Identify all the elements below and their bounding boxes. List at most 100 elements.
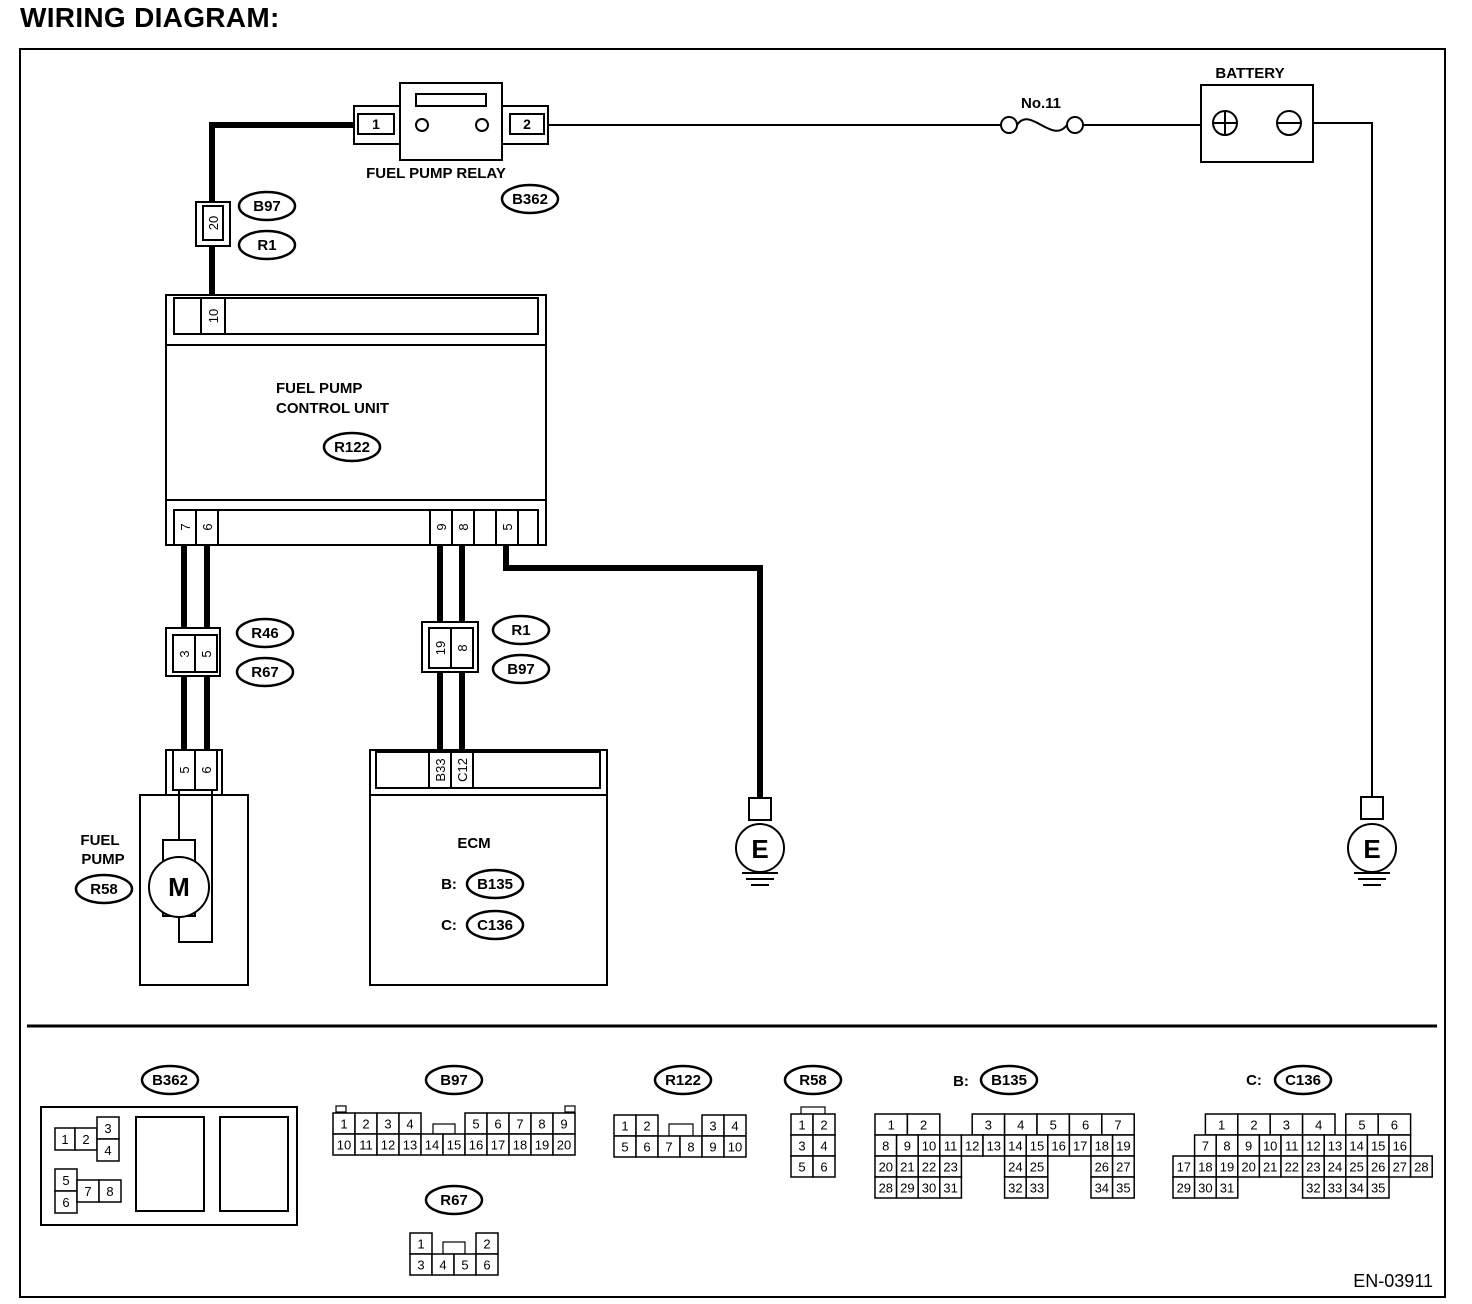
b135-pin-label: 8 [882, 1139, 889, 1154]
b97-pin-label: 11 [359, 1138, 373, 1153]
b362-pin: 2 [82, 1132, 89, 1147]
r67-face-tag: R67 [440, 1192, 468, 1209]
r58-pin-label: 3 [798, 1139, 805, 1154]
control-unit-pin-7: 7 [178, 523, 193, 530]
top-connector-pin: 20 [206, 216, 221, 230]
b97-pin-label: 7 [516, 1117, 523, 1132]
mid-connector-tag-2: B97 [507, 661, 535, 678]
b135-pin-label: 27 [1116, 1160, 1130, 1175]
b97-pin-label: 8 [538, 1117, 545, 1132]
b135-pin-label: 17 [1073, 1139, 1087, 1154]
b135-pin-label: 6 [1082, 1118, 1089, 1133]
b97-pin-label: 6 [494, 1117, 501, 1132]
b135-pin-label: 18 [1095, 1139, 1109, 1154]
fuel-pump-label-1: FUEL [80, 832, 119, 849]
fuel-pump-label-2: PUMP [81, 851, 124, 868]
b135-pin-label: 25 [1030, 1160, 1044, 1175]
b135-pin-label: 33 [1030, 1181, 1044, 1196]
b97-pin-label: 19 [535, 1138, 549, 1153]
r67-pin-label: 6 [483, 1258, 490, 1273]
fuse-label: No.11 [1021, 95, 1061, 112]
fuse-element-icon [1016, 118, 1068, 132]
fuel-pump: 5 6 M FUEL PUMP R58 [74, 749, 249, 986]
relay-pin-1: 1 [372, 116, 380, 132]
r122-pin-label: 9 [709, 1140, 716, 1155]
control-unit-pin-8: 8 [456, 523, 471, 530]
r67-pin-label: 5 [461, 1258, 468, 1273]
b135-pin-label: 16 [1051, 1139, 1065, 1154]
r67-pin-label: 1 [417, 1237, 424, 1252]
motor-icon [148, 856, 210, 918]
mid-connector-pin-1: 19 [433, 641, 448, 655]
b135-pin-cell [939, 1176, 963, 1199]
b135-pin-label: 5 [1050, 1118, 1057, 1133]
b135-pin-label: 28 [879, 1181, 893, 1196]
c136-pin-label: 2 [1250, 1118, 1257, 1133]
fuel-pump-pin-5: 5 [177, 766, 192, 773]
b135-pin-label: 21 [900, 1160, 914, 1175]
c136-pin-label: 19 [1220, 1160, 1234, 1175]
ecm-pin-b33: B33 [433, 758, 448, 781]
top-connector-tag-1: B97 [253, 198, 281, 215]
motor-symbol: M [168, 872, 190, 902]
c136-pin-label: 27 [1393, 1160, 1407, 1175]
control-unit-tag: R122 [334, 439, 370, 456]
b362-pin: 4 [104, 1143, 111, 1158]
left-connector-pin-2: 5 [199, 650, 214, 657]
ecm-pin-c12: C12 [455, 758, 470, 782]
c136-pin-label: 10 [1263, 1139, 1277, 1154]
b362-pin: 5 [62, 1173, 69, 1188]
b362-pin: 3 [104, 1121, 111, 1136]
b135-pin-label: 13 [987, 1139, 1001, 1154]
r122-pin-label: 8 [687, 1140, 694, 1155]
c136-pin-label: 33 [1328, 1181, 1342, 1196]
b97-pin-cell [552, 1133, 576, 1156]
c136-pin-label: 8 [1223, 1139, 1230, 1154]
relay-contact-icon [475, 118, 489, 132]
ground-left: E [735, 797, 785, 886]
b135-pin-label: 34 [1095, 1181, 1109, 1196]
c136-pin-label: 21 [1263, 1160, 1277, 1175]
c136-pin-label: 31 [1220, 1181, 1234, 1196]
r122-pin-label: 5 [621, 1140, 628, 1155]
r58-pin-label: 1 [798, 1118, 805, 1133]
left-connector-tag-2: R67 [251, 664, 279, 681]
b135-pin-label: 2 [920, 1118, 927, 1133]
b97-pin-label: 4 [406, 1117, 413, 1132]
c136-pin-label: 22 [1285, 1160, 1299, 1175]
c136-pin-label: 1 [1218, 1118, 1225, 1133]
b97-pin-label: 20 [557, 1138, 571, 1153]
c136-face-prefix: C: [1246, 1072, 1262, 1089]
c136-pin-label: 7 [1202, 1139, 1209, 1154]
relay-pin-2: 2 [523, 116, 531, 132]
control-unit-label-1: FUEL PUMP [276, 380, 362, 397]
b362-face-tag: B362 [152, 1072, 188, 1089]
b97-pin-label: 13 [403, 1138, 417, 1153]
b362-pin: 7 [84, 1184, 91, 1199]
b97-pin-label: 17 [491, 1138, 505, 1153]
r58-pin-label: 2 [820, 1118, 827, 1133]
b135-pin-label: 3 [985, 1118, 992, 1133]
fuel-pump-relay: 1 2 FUEL PUMP RELAY B362 [353, 82, 560, 215]
r58-face-tag: R58 [799, 1072, 827, 1089]
r58-pin-label: 4 [820, 1139, 827, 1154]
b135-pin-label: 32 [1008, 1181, 1022, 1196]
top-connector-tag-2: R1 [257, 237, 276, 254]
c136-pin-label: 15 [1371, 1139, 1385, 1154]
b97-pin-label: 3 [384, 1117, 391, 1132]
control-unit-pin-9: 9 [434, 523, 449, 530]
ground-right: E [1347, 796, 1397, 886]
connector-r46-r67: 3 5 R46 R67 [165, 617, 295, 688]
b135-pin-label: 1 [888, 1118, 895, 1133]
fuel-pump-control-unit: 10 FUEL PUMP CONTROL UNIT R122 7 6 9 8 5 [165, 294, 547, 546]
c136-pin-label: 23 [1306, 1160, 1320, 1175]
